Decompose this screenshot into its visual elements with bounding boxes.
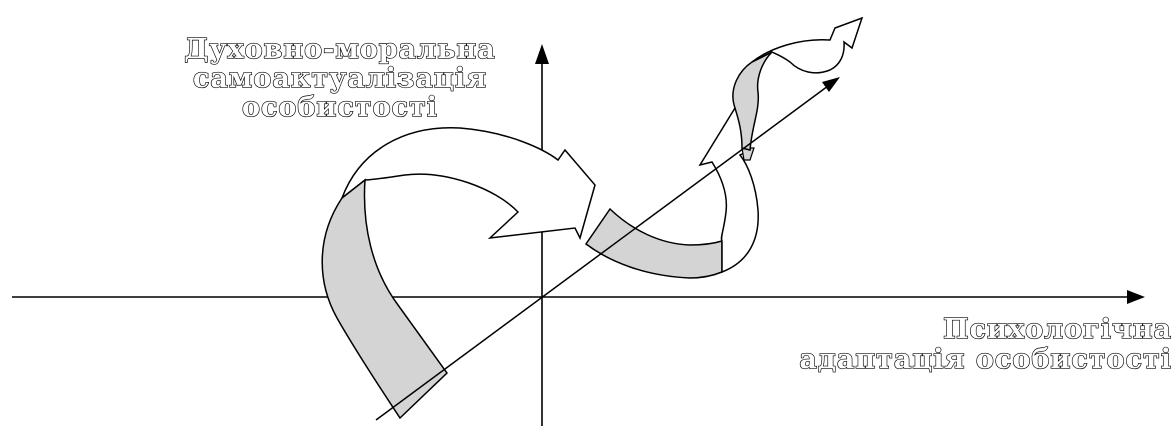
vertical-axis-arrowhead: [535, 44, 549, 64]
vertical-axis-label: Духовно-моральна самоактуалізація особис…: [150, 36, 530, 123]
horizontal-axis-label: Психологічна адаптація особистості: [700, 316, 1172, 376]
horizontal-axis-arrowhead: [1127, 290, 1145, 304]
upper-spiral-arrow: [752, 18, 862, 73]
horizontal-axis-label-line2: адаптація особистості: [700, 346, 1172, 376]
vertical-axis-label-line1: Духовно-моральна: [150, 36, 530, 65]
development-trajectory-arrowhead: [822, 77, 840, 92]
vertical-axis-label-line2: самоактуалізація: [150, 65, 530, 94]
middle-spiral-band: [586, 209, 722, 278]
horizontal-axis-label-line1: Психологічна: [700, 316, 1172, 346]
left-spiral-band: [322, 180, 447, 418]
left-spiral-arrow: [342, 128, 595, 238]
vertical-axis-label-line3: особистості: [150, 94, 530, 123]
